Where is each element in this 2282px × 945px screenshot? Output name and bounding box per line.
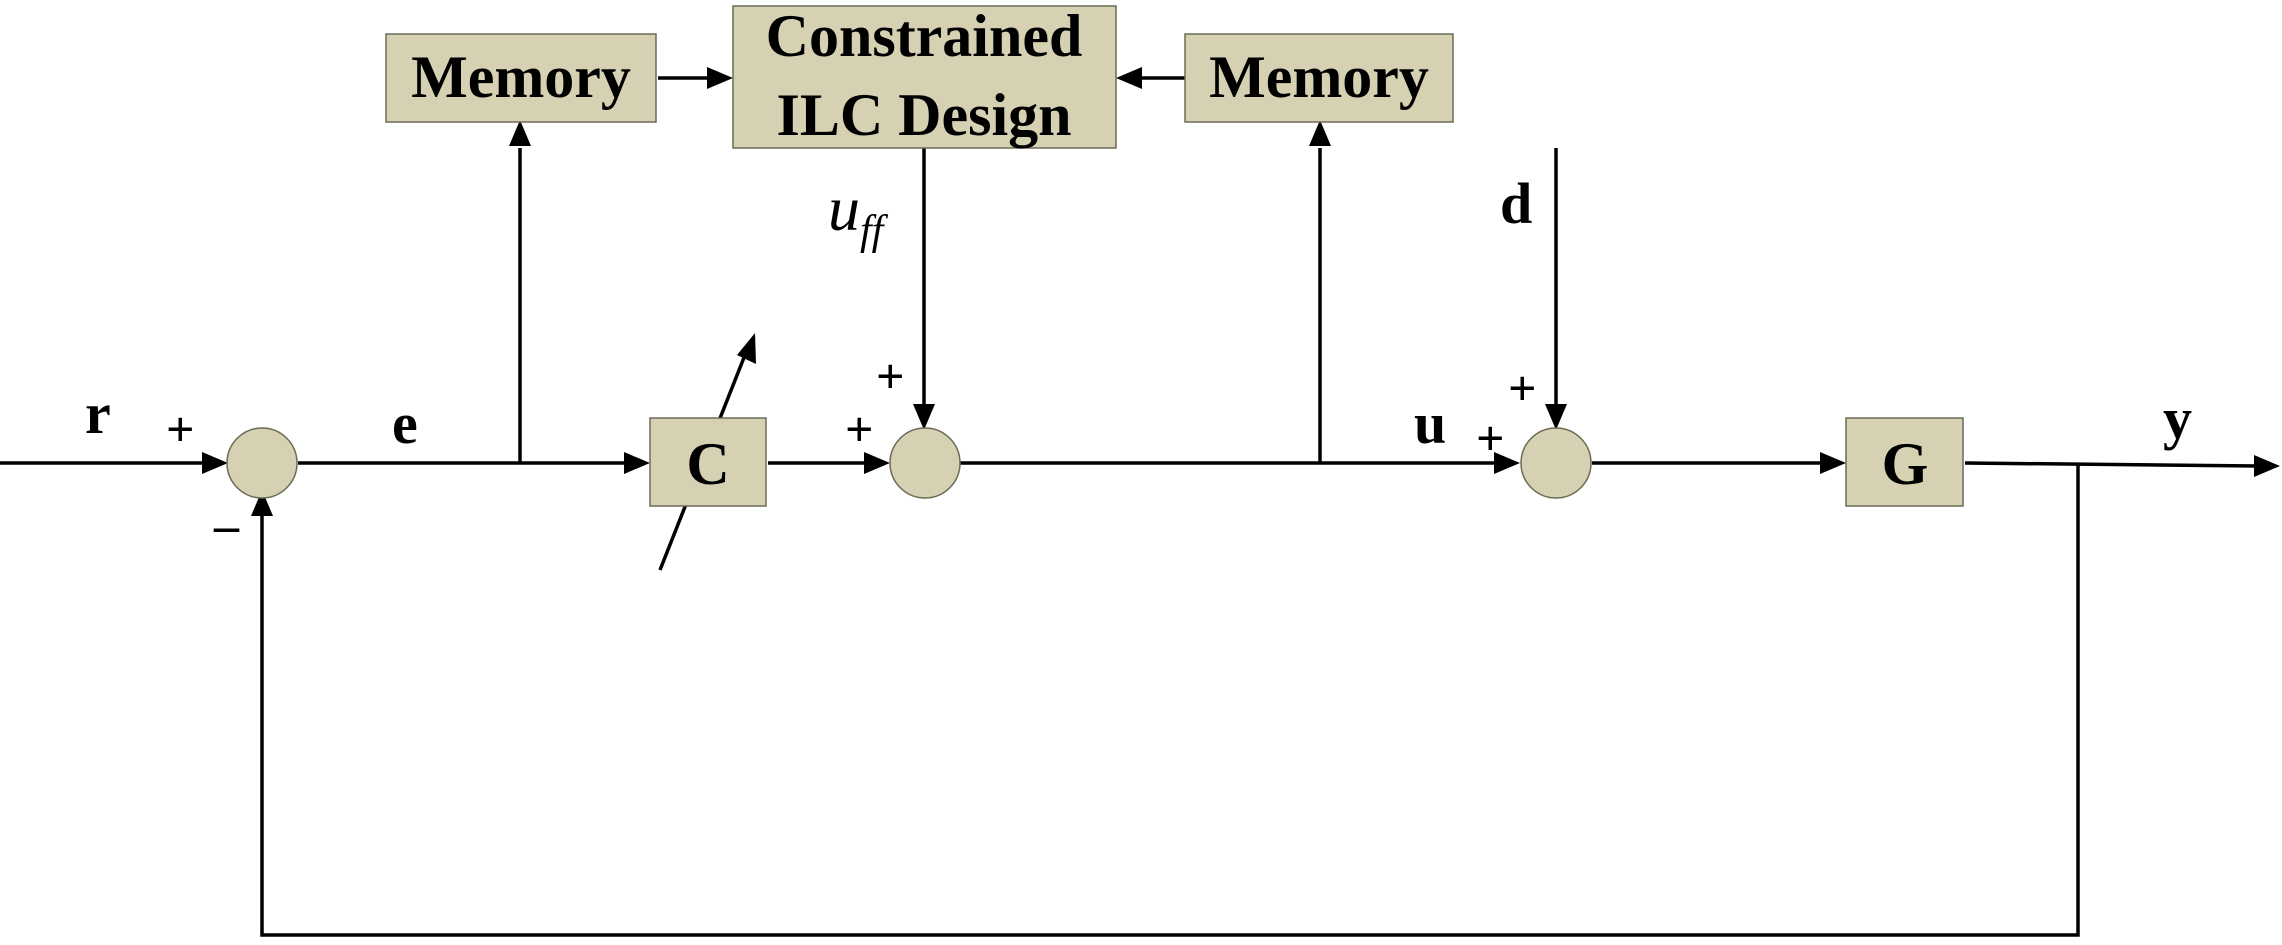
wire-feedback — [260, 463, 2080, 937]
signal-label-y: y — [2163, 386, 2192, 451]
plant-label: G — [1882, 431, 1929, 497]
uff-subscript: ff — [860, 208, 889, 254]
ilc-label-line2: ILC Design — [776, 82, 1071, 148]
uff-main: u — [828, 173, 860, 244]
arrowhead-into-sum1 — [202, 452, 228, 474]
arrowhead-into-ilc-right — [1116, 67, 1142, 89]
sign-sum1-feedback: – — [213, 497, 240, 553]
arrowhead-into-plant — [1820, 452, 1846, 474]
arrowhead-into-sum3-top — [1545, 404, 1567, 430]
arrowhead-into-controller — [624, 452, 650, 474]
signal-label-u: u — [1414, 391, 1446, 456]
arrowhead-into-sum2-top — [913, 404, 935, 430]
sign-sum3-control: + — [1476, 410, 1505, 466]
signal-label-uff: uff — [828, 173, 889, 254]
memory-right-block: Memory — [1184, 33, 1454, 123]
arrowhead-variable-gain — [737, 333, 756, 364]
signal-label-e: e — [392, 391, 418, 456]
plant-block: G — [1845, 417, 1964, 507]
sign-sum2-controller: + — [845, 401, 874, 457]
arrowheads — [202, 67, 2280, 516]
arrowhead-feedback-into-sum1 — [251, 490, 273, 516]
summing-junction-error — [226, 427, 298, 499]
memory-left-block: Memory — [385, 33, 657, 123]
memory-right-label: Memory — [1209, 44, 1429, 110]
summing-junction-feedforward — [889, 427, 961, 499]
sign-sum1-reference: + — [166, 401, 195, 457]
arrowhead-into-sum2-left — [864, 452, 890, 474]
arrowhead-into-memory-left — [509, 120, 531, 146]
signal-label-d: d — [1500, 171, 1532, 236]
controller-block: C — [649, 417, 767, 507]
arrowhead-into-sum3-left — [1494, 452, 1520, 474]
summing-junction-disturbance — [1520, 427, 1592, 499]
controller-label: C — [686, 431, 729, 497]
arrowhead-into-ilc-left — [707, 67, 733, 89]
ilc-label-line1: Constrained — [766, 3, 1083, 69]
arrowhead-output — [2254, 455, 2280, 477]
memory-left-label: Memory — [411, 44, 631, 110]
ilc-design-block: Constrained ILC Design — [732, 3, 1117, 149]
signal-label-r: r — [85, 381, 111, 446]
wire-output — [1964, 461, 2259, 468]
sign-sum3-disturbance: + — [1508, 360, 1537, 416]
arrowhead-into-memory-right — [1309, 120, 1331, 146]
sign-sum2-feedforward: + — [876, 348, 905, 404]
